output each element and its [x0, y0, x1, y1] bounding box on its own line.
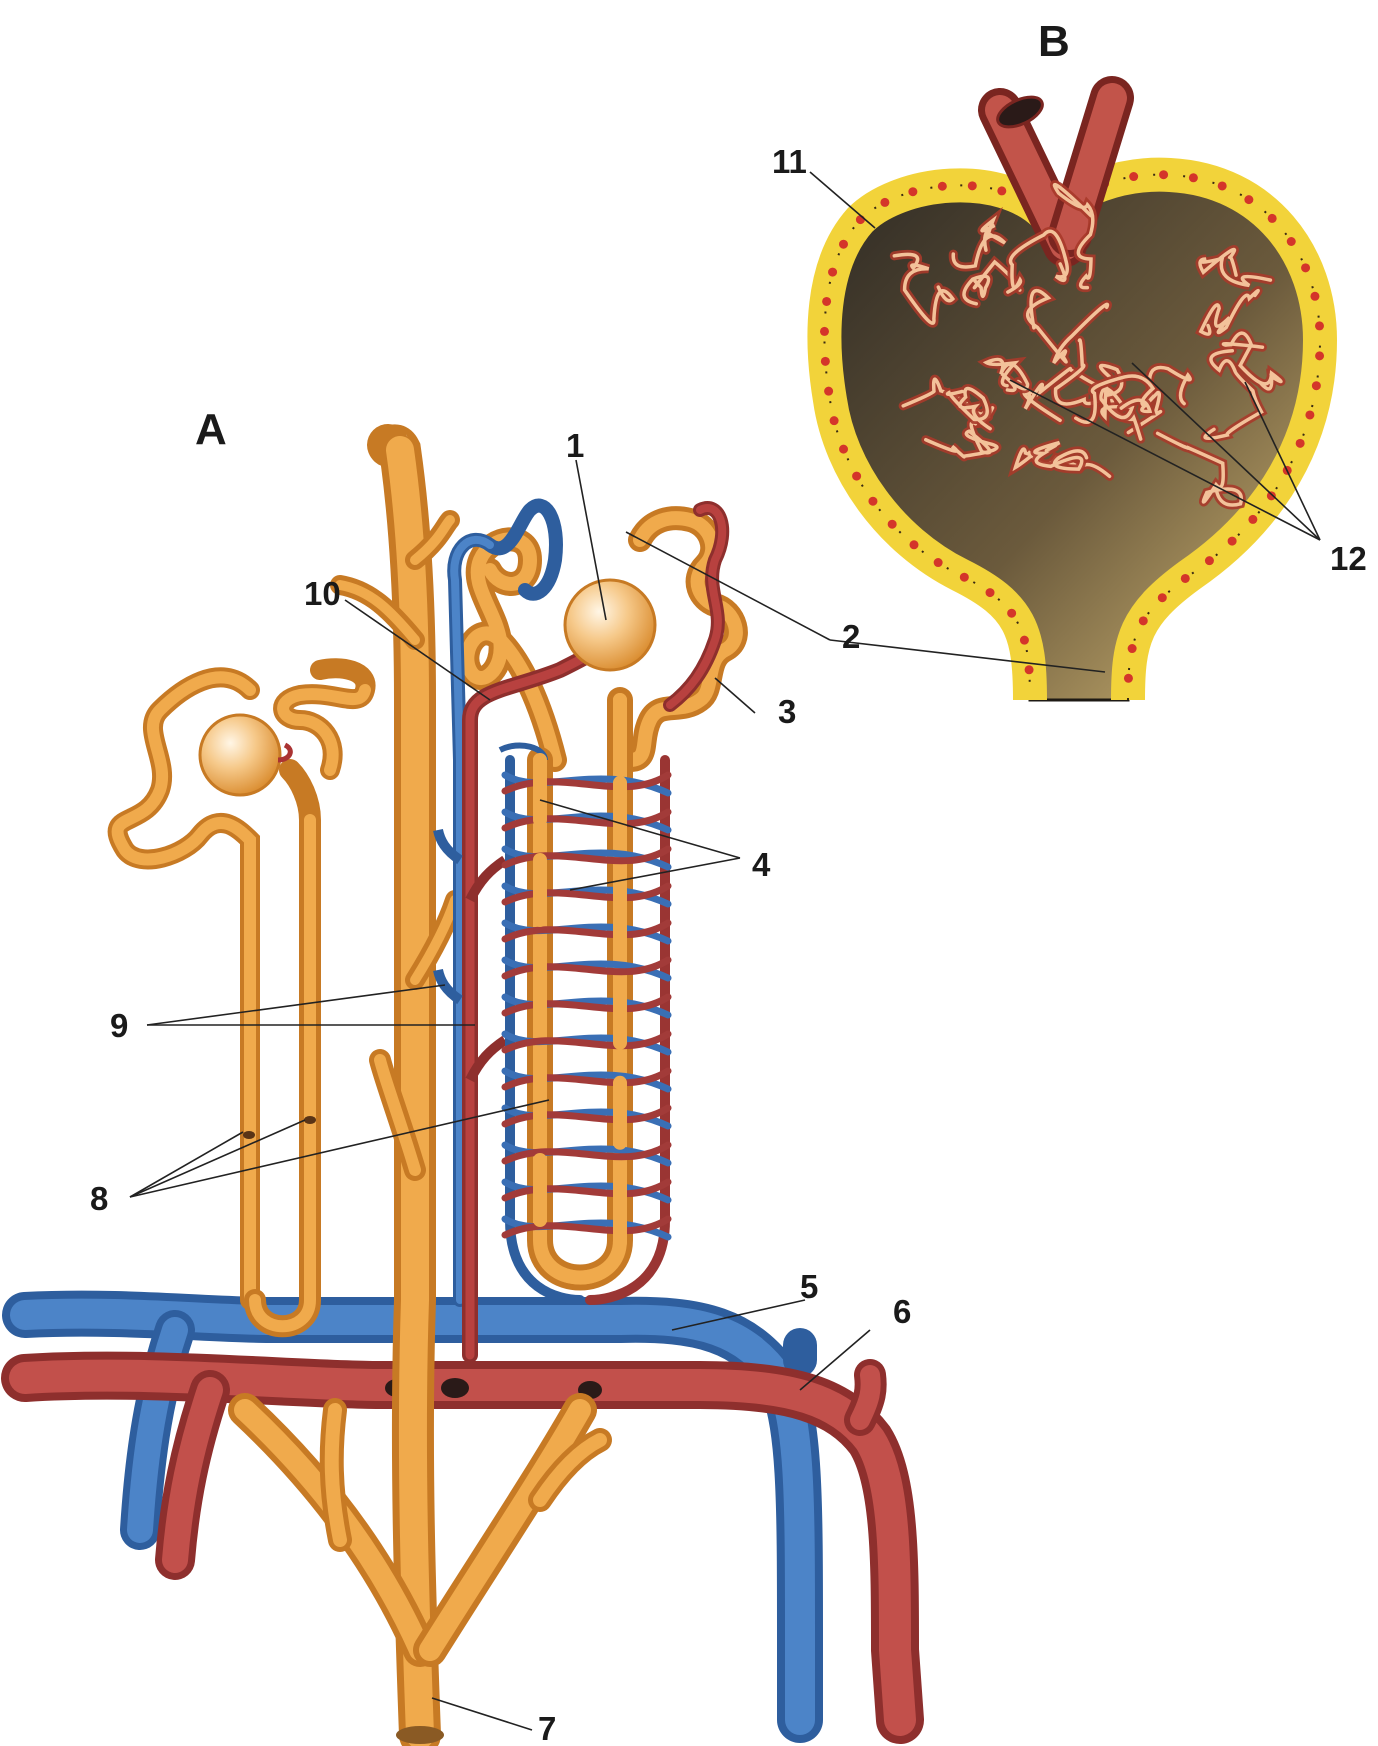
cell-nucleus	[1267, 491, 1276, 500]
panel-b-illustration	[820, 91, 1324, 700]
cell-nucleus	[1268, 214, 1277, 223]
cell-nucleus	[888, 520, 897, 529]
cell-nucleus	[1158, 593, 1167, 602]
panel-a-label: A	[195, 405, 227, 454]
cell-nucleus	[1020, 636, 1029, 645]
cell-nucleus	[822, 297, 831, 306]
panel-a-illustration	[25, 445, 900, 1744]
cell-nucleus	[938, 182, 947, 191]
cell-nucleus	[960, 573, 969, 582]
cell-nucleus	[1159, 170, 1168, 179]
cell-nucleus	[1218, 181, 1227, 190]
cell-nucleus	[1312, 381, 1321, 390]
label-5: 5	[800, 1268, 818, 1305]
cell-nucleus	[986, 588, 995, 597]
cell-nucleus	[868, 497, 877, 506]
cell-nucleus	[1124, 674, 1133, 683]
label-1: 1	[566, 427, 584, 464]
cell-nucleus	[828, 268, 837, 277]
cell-nucleus	[820, 327, 829, 336]
cortical-nephron	[118, 668, 366, 1326]
cell-nucleus	[1228, 537, 1237, 546]
cell-nucleus	[997, 186, 1006, 195]
cell-nucleus	[1181, 574, 1190, 583]
cell-nucleus	[1296, 439, 1305, 448]
cell-nucleus	[968, 181, 977, 190]
label-9: 9	[110, 1007, 128, 1044]
cell-nucleus	[1310, 292, 1319, 301]
cell-nucleus	[1305, 410, 1314, 419]
cell-nucleus	[1128, 644, 1137, 653]
cell-nucleus	[1315, 351, 1324, 360]
cell-nucleus	[880, 198, 889, 207]
cell-nucleus	[1189, 173, 1198, 182]
cell-nucleus	[1315, 321, 1324, 330]
cell-nucleus	[1007, 609, 1016, 618]
cell-nucleus	[839, 240, 848, 249]
label-3: 3	[778, 693, 796, 730]
label-7: 7	[538, 1710, 556, 1746]
label-8: 8	[90, 1180, 108, 1217]
cell-nucleus	[852, 472, 861, 481]
cell-nucleus	[934, 558, 943, 567]
panel-b-label: B	[1038, 17, 1070, 66]
cell-nucleus	[830, 416, 839, 425]
cell-nucleus	[1287, 237, 1296, 246]
label-11: 11	[772, 143, 807, 180]
cell-nucleus	[1205, 556, 1214, 565]
cell-nucleus	[908, 187, 917, 196]
label-12: 12	[1330, 540, 1367, 577]
label-10: 10	[304, 575, 341, 612]
label-6: 6	[893, 1293, 911, 1330]
cell-nucleus	[839, 445, 848, 454]
cell-nucleus	[909, 540, 918, 549]
cell-nucleus	[1139, 616, 1148, 625]
cell-nucleus	[1248, 515, 1257, 524]
label-4: 4	[752, 846, 771, 883]
label-2: 2	[842, 618, 860, 655]
cell-nucleus	[1301, 263, 1310, 272]
cell-nucleus	[1129, 172, 1138, 181]
cell-nucleus	[821, 357, 830, 366]
cell-nucleus	[1244, 195, 1253, 204]
cell-nucleus	[1025, 665, 1034, 674]
cell-nucleus	[824, 387, 833, 396]
